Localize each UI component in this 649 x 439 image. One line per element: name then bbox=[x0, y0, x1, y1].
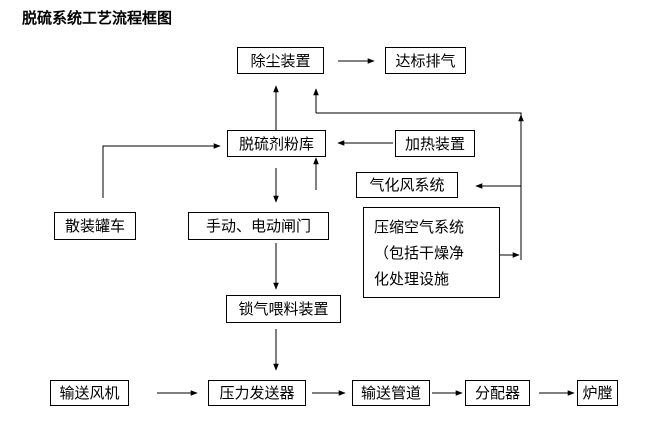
compressed-air-line-2: （包括干燥净 bbox=[374, 243, 465, 262]
edge-compressed-air-return bbox=[316, 112, 522, 260]
node-conveying-pipe: 输送管道 bbox=[352, 380, 430, 406]
node-bulk-tanker: 散装罐车 bbox=[54, 212, 136, 240]
diagram-title: 脱硫系统工艺流程框图 bbox=[22, 9, 173, 27]
edge-tanker-silo bbox=[102, 143, 221, 198]
node-dust-removal: 除尘装置 bbox=[237, 47, 324, 74]
node-pressure-sender: 压力发送器 bbox=[208, 380, 306, 406]
node-exhaust: 达标排气 bbox=[385, 47, 466, 74]
compressed-air-line-3: 化处理设施 bbox=[374, 269, 450, 288]
node-airlock-feeder: 锁气喂料装置 bbox=[226, 295, 341, 323]
node-gate-valve: 手动、电动闸门 bbox=[188, 212, 329, 240]
node-compressed-air-system: 压缩空气系统 （包括干燥净 化处理设施 bbox=[363, 207, 500, 298]
compressed-air-line-1: 压缩空气系统 bbox=[374, 217, 465, 236]
node-gasification-air: 气化风系统 bbox=[356, 172, 458, 198]
node-desulfurizer-silo: 脱硫剂粉库 bbox=[227, 130, 326, 157]
node-conveying-fan: 输送风机 bbox=[50, 380, 129, 406]
node-furnace: 炉膛 bbox=[577, 380, 618, 406]
node-heater: 加热装置 bbox=[395, 130, 475, 157]
node-distributor: 分配器 bbox=[465, 380, 530, 406]
